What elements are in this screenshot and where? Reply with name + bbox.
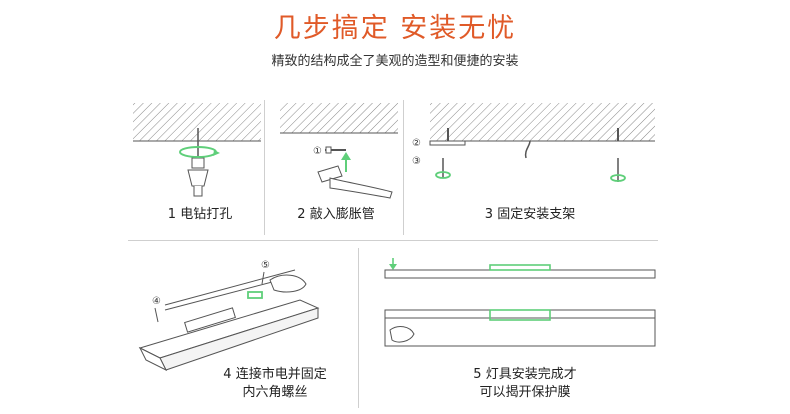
anchor-icon bbox=[325, 146, 346, 154]
page-title: 几步搞定 安装无忧 bbox=[273, 13, 517, 44]
step1-caption: 1 电钻打孔 bbox=[167, 207, 233, 222]
divider bbox=[403, 100, 404, 235]
bottom-fixture-bar bbox=[384, 309, 656, 347]
screw-rotation-icon bbox=[435, 171, 626, 182]
hand-icon bbox=[269, 274, 307, 293]
page-subtitle: 精致的结构成全了美观的造型和便捷的安装 bbox=[271, 54, 519, 69]
up-arrow-icon bbox=[341, 152, 351, 172]
step5-caption-line2: 可以揭开保护膜 bbox=[479, 385, 571, 400]
marker-4: ④ bbox=[152, 296, 161, 307]
peel-hand-icon bbox=[389, 326, 415, 343]
hammer-icon bbox=[317, 165, 393, 199]
marker-3: ③ bbox=[412, 156, 421, 167]
step4-caption: 4 连接市电并固定 内六角螺丝 bbox=[200, 366, 350, 402]
step4-caption-line2: 内六角螺丝 bbox=[242, 385, 308, 400]
divider bbox=[358, 248, 359, 408]
rotation-arrow-icon bbox=[179, 146, 220, 158]
step4-caption-line1: 4 连接市电并固定 bbox=[223, 367, 327, 382]
step2-caption: 2 敲入膨胀管 bbox=[297, 207, 375, 222]
ceiling-hatch bbox=[133, 103, 261, 142]
fixture-body bbox=[138, 269, 320, 372]
step5-caption: 5 灯具安装完成才 可以揭开保护膜 bbox=[450, 366, 600, 402]
step3-caption: 3 固定安装支架 bbox=[484, 207, 576, 222]
left-bracket-icon bbox=[429, 128, 466, 178]
step5-caption-line1: 5 灯具安装完成才 bbox=[473, 367, 577, 382]
marker-2: ② bbox=[412, 138, 421, 149]
ceiling-hatch bbox=[280, 103, 398, 134]
divider bbox=[128, 240, 658, 241]
drill-icon bbox=[187, 128, 209, 197]
marker-1: ① bbox=[313, 146, 322, 157]
cable-icon bbox=[524, 140, 531, 159]
top-fixture-bar bbox=[384, 258, 656, 279]
wire-connector-icon bbox=[247, 291, 263, 299]
marker-5: ⑤ bbox=[261, 260, 270, 271]
divider bbox=[264, 100, 265, 235]
